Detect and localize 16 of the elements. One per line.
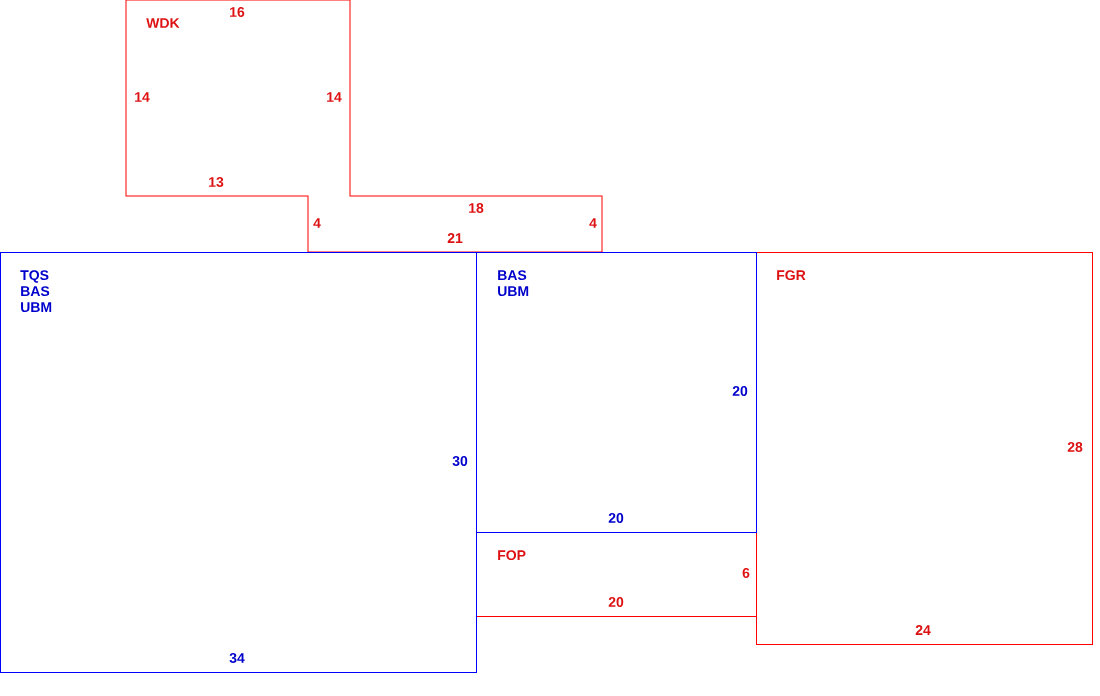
dimension-label: 13 bbox=[209, 177, 224, 187]
dimension-label: 14 bbox=[135, 92, 150, 102]
dimension-label: 20 bbox=[608, 513, 624, 523]
dimension-label: 14 bbox=[327, 92, 342, 102]
dimension-label: 21 bbox=[447, 233, 463, 243]
dimension-label: 6 bbox=[742, 568, 750, 578]
dimension-label: 16 bbox=[230, 7, 245, 17]
dimension-label: 28 bbox=[1067, 442, 1083, 452]
dimension-label: 30 bbox=[452, 456, 468, 466]
dimension-label: 20 bbox=[732, 386, 748, 396]
dimension-label: 20 bbox=[608, 597, 624, 607]
dimension-label: 18 bbox=[469, 203, 484, 213]
dimension-label: 4 bbox=[313, 218, 321, 228]
dimension-label: 24 bbox=[915, 625, 931, 635]
dimension-label: 34 bbox=[229, 653, 245, 663]
dimension-label: 4 bbox=[589, 218, 597, 228]
